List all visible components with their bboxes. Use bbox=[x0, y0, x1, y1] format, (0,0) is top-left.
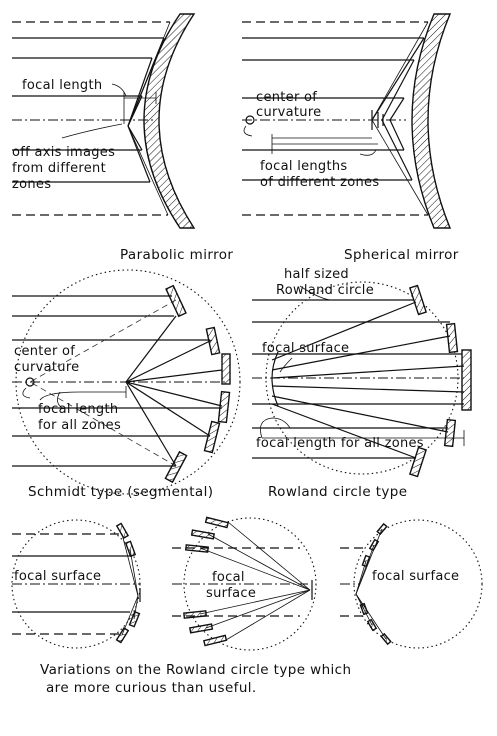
off-axis-label-line2: from different bbox=[12, 161, 106, 176]
rowland-panel: half sized Rowland circle focal surface … bbox=[252, 267, 472, 500]
rowland-focal-length-label: focal length for all zones bbox=[256, 436, 424, 451]
focal-length-label: focal length bbox=[22, 78, 102, 93]
schmidt-caption: Schmidt type (segmental) bbox=[28, 484, 213, 500]
parabolic-mirror-shape bbox=[143, 13, 196, 229]
variations-caption-line2: are more curious than useful. bbox=[46, 680, 257, 696]
variations-caption-line1: Variations on the Rowland circle type wh… bbox=[40, 662, 351, 678]
off-axis-label-line1: off axis images bbox=[12, 145, 115, 160]
schmidt-panel: center of curvature focal length for all… bbox=[12, 269, 241, 500]
spherical-mirror-panel: center of curvature focal lengths of dif… bbox=[242, 13, 459, 263]
variation-c: focal surface bbox=[340, 519, 483, 649]
spherical-mirror-shape bbox=[411, 13, 452, 229]
half-sized-label-line2: Rowland circle bbox=[276, 283, 374, 298]
rowland-caption: Rowland circle type bbox=[268, 484, 407, 500]
variations-panel: focal surface focal surface bbox=[11, 516, 483, 696]
parabolic-caption: Parabolic mirror bbox=[120, 247, 233, 263]
rowland-focal-surface-label: focal surface bbox=[262, 341, 349, 356]
focal-lengths-label-line2: of different zones bbox=[260, 175, 379, 190]
variation-b: focal surface bbox=[172, 516, 317, 651]
focal-lengths-label-line1: focal lengths bbox=[260, 159, 348, 174]
schmidt-center-label-line2: curvature bbox=[14, 360, 80, 375]
spherical-caption: Spherical mirror bbox=[344, 247, 459, 263]
schmidt-focal-label-line1: focal length bbox=[38, 402, 118, 417]
variation-a-label: focal surface bbox=[14, 569, 101, 584]
variation-c-label: focal surface bbox=[372, 569, 459, 584]
off-axis-label-line3: zones bbox=[12, 177, 51, 192]
schmidt-center-label-line1: center of bbox=[14, 344, 75, 359]
center-of-curvature-label-line2: curvature bbox=[256, 105, 322, 120]
variation-b-label-line1: focal bbox=[212, 570, 245, 585]
variation-a: focal surface bbox=[11, 519, 141, 649]
half-sized-label-line1: half sized bbox=[284, 267, 349, 282]
variation-b-label-line2: surface bbox=[206, 586, 256, 601]
center-of-curvature-label-line1: center of bbox=[256, 90, 317, 105]
schmidt-focal-label-line2: for all zones bbox=[38, 418, 121, 433]
parabolic-mirror-panel: focal length off axis images from differ… bbox=[12, 13, 233, 263]
